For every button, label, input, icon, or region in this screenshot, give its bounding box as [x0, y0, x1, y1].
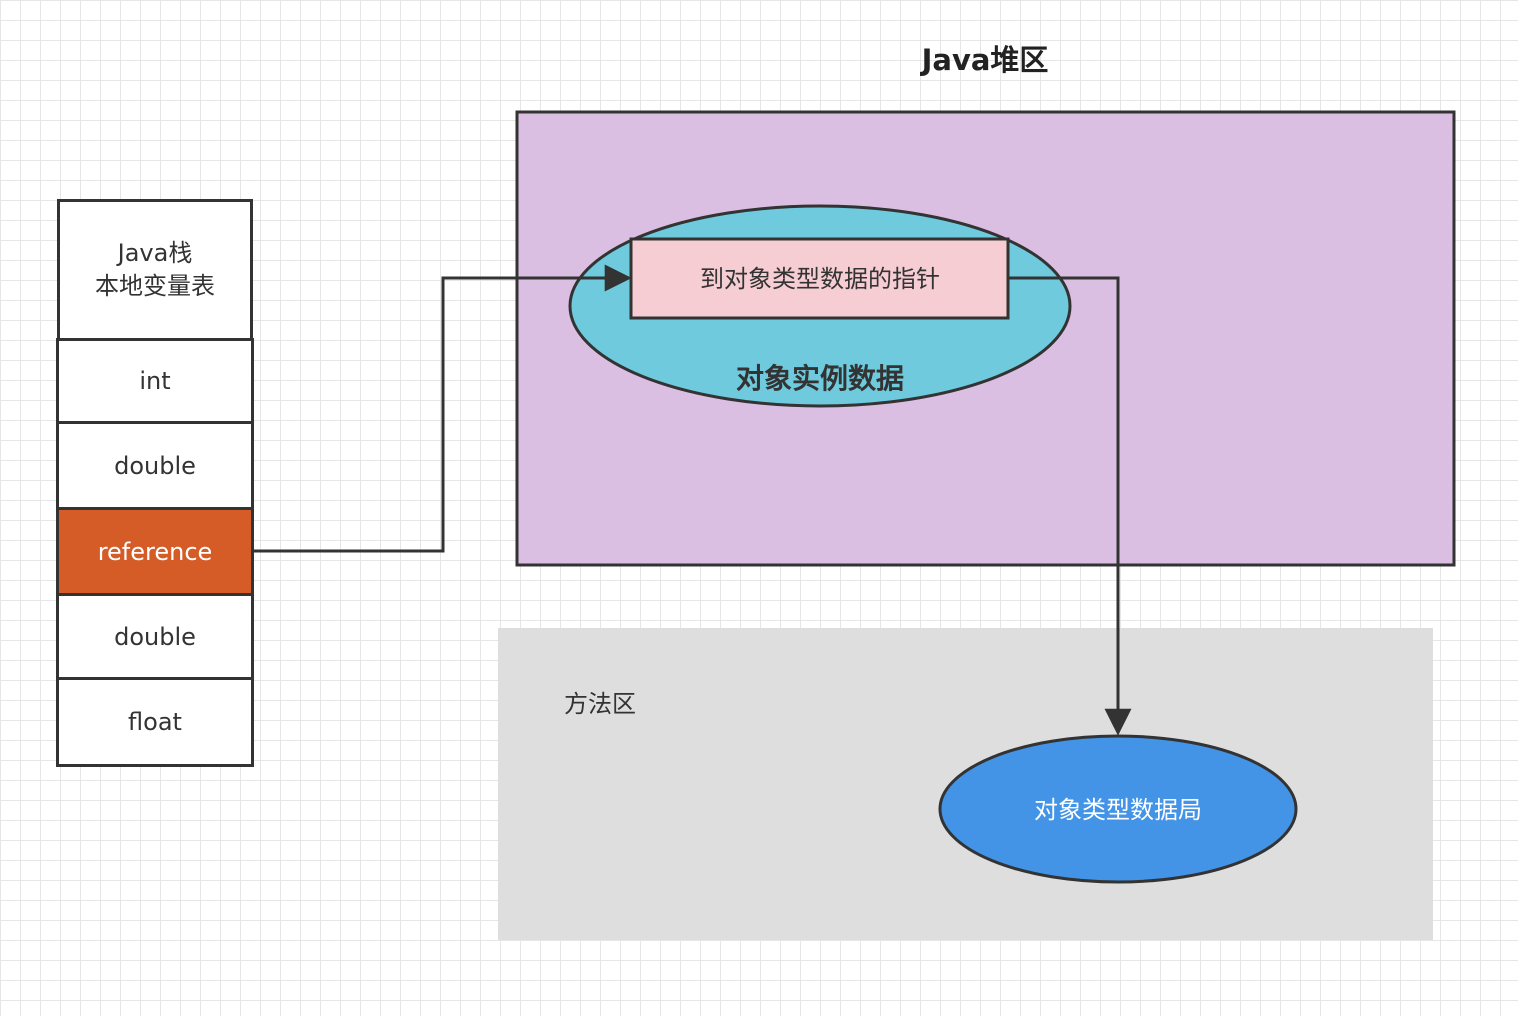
- stack-slot-int: int: [56, 338, 254, 424]
- type-pointer-label: 到对象类型数据的指针: [700, 265, 940, 293]
- stack-slot-float: float: [56, 677, 254, 767]
- pointer-to-type-data-arrow: [1008, 276, 1132, 736]
- type-data-ellipse: [938, 734, 1298, 884]
- stack-header: Java栈 本地变量表: [57, 199, 253, 341]
- reference-to-instance-arrow: [254, 264, 632, 553]
- stack-slot-double: double: [56, 421, 254, 510]
- type-pointer-box: [629, 237, 1010, 320]
- object-instance-label: 对象实例数据: [736, 362, 904, 395]
- type-data-label: 对象类型数据局: [1034, 796, 1202, 824]
- stack-title: Java栈: [117, 239, 193, 267]
- stack-slot-reference: reference: [56, 507, 254, 596]
- method-area-label: 方法区: [564, 690, 636, 718]
- stack-slot-double-2: double: [56, 593, 254, 680]
- heap-title: Java堆区: [921, 43, 1049, 77]
- local-variable-table-label: 本地变量表: [95, 272, 215, 300]
